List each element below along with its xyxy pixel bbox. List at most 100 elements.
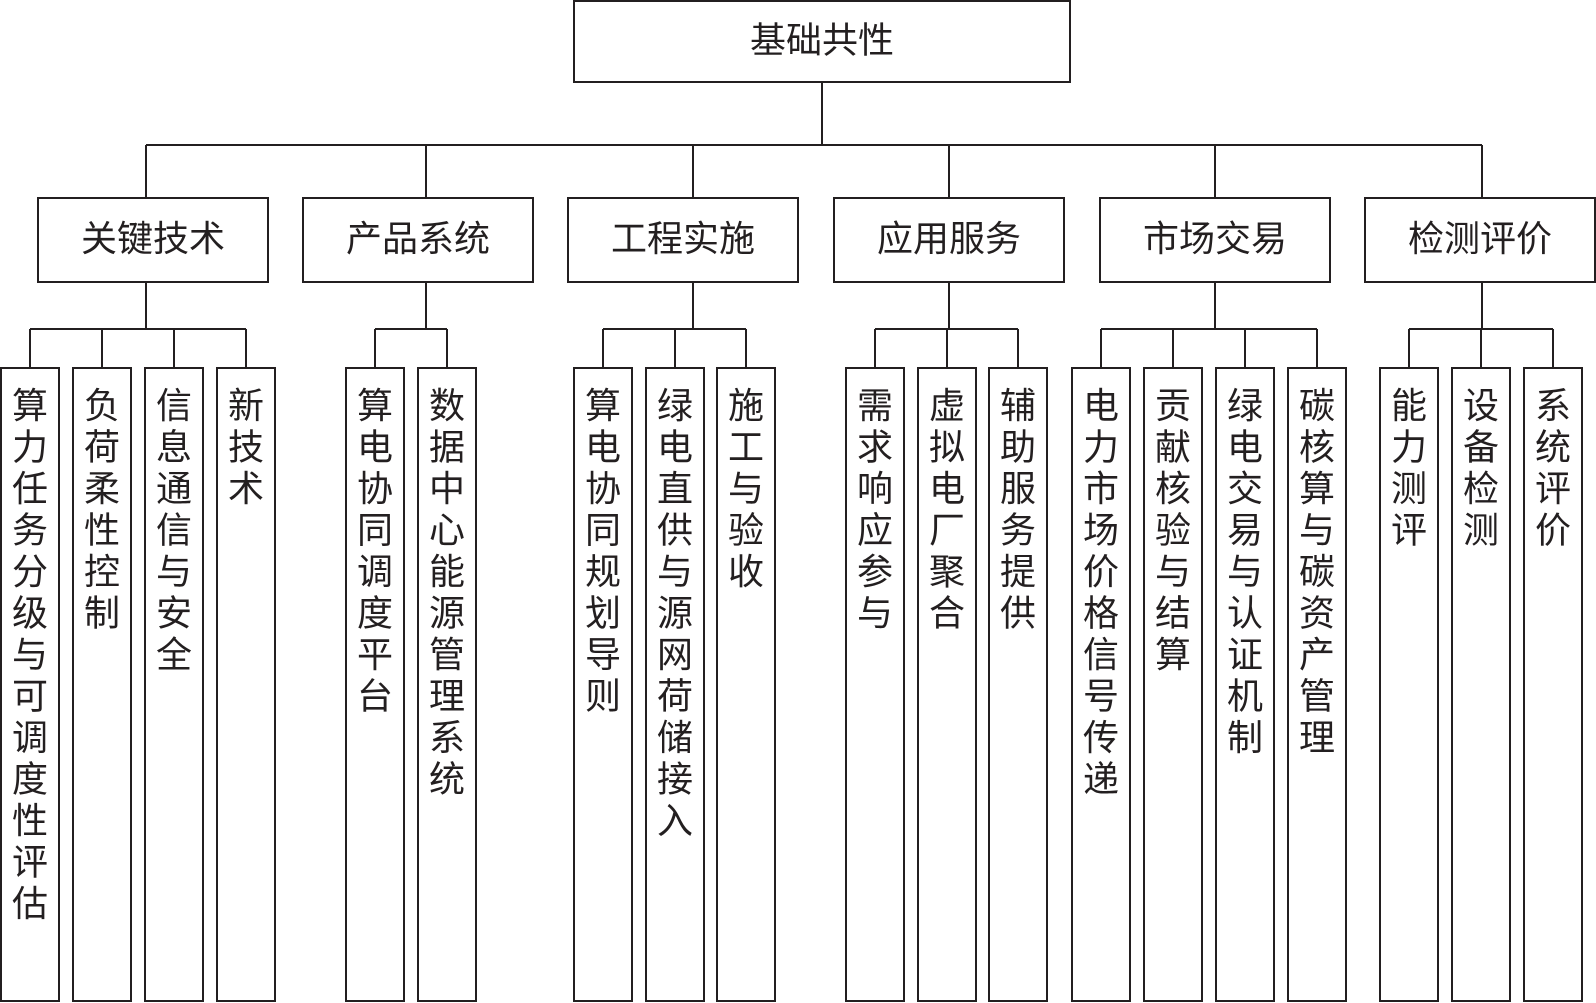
item-node: 设备检测: [1451, 367, 1511, 1002]
item-label-char: 递: [1083, 760, 1119, 801]
item-label-char: 心: [429, 511, 465, 552]
item-label-char: 评: [12, 843, 48, 884]
item-label-char: 供: [657, 511, 693, 552]
category-box: [567, 197, 799, 283]
item-label: 算力任务分级与可调度性评估: [12, 386, 48, 925]
item-label-char: 电: [585, 428, 621, 469]
item-label-char: 能: [1391, 386, 1427, 427]
item-label-char: 制: [84, 594, 120, 635]
item-label-char: 价: [1535, 511, 1571, 552]
item-label-char: 柔: [84, 469, 120, 510]
item-label-char: 交: [1227, 469, 1263, 510]
item-box: [0, 367, 60, 1002]
item-box: [988, 367, 1048, 1002]
item-label-char: 中: [429, 469, 465, 510]
item-label-char: 新: [228, 386, 264, 427]
item-label-char: 调: [12, 718, 48, 759]
item-label-char: 献: [1155, 428, 1191, 469]
item-box: [716, 367, 776, 1002]
item-label-char: 证: [1227, 635, 1263, 676]
item-label-char: 同: [357, 511, 393, 552]
item-label-char: 评: [1535, 469, 1571, 510]
item-label-char: 格: [1083, 594, 1119, 635]
item-label-char: 与: [1299, 511, 1335, 552]
item-label-char: 传: [1083, 718, 1119, 759]
item-label-char: 与: [1227, 552, 1263, 593]
item-label: 算电协同规划导则: [585, 386, 621, 718]
item-label-char: 供: [1000, 594, 1036, 635]
item-label-char: 号: [1083, 677, 1119, 718]
category-box: [1364, 197, 1596, 283]
item-label-char: 与: [657, 552, 693, 593]
item-label-char: 价: [1083, 552, 1119, 593]
category-box: [37, 197, 269, 283]
item-label-char: 平: [357, 635, 393, 676]
item-label-char: 检: [1463, 469, 1499, 510]
category-node: 检测评价: [1364, 197, 1596, 283]
item-node: 信息通信与安全: [144, 367, 204, 1002]
item-label-char: 系: [1535, 386, 1571, 427]
item-box: [1215, 367, 1275, 1002]
item-label-char: 与: [156, 552, 192, 593]
item-label-char: 度: [12, 760, 48, 801]
root-box: [573, 0, 1071, 83]
item-label: 虚拟电厂聚合: [929, 386, 965, 635]
item-label-char: 信: [1083, 635, 1119, 676]
item-box: [645, 367, 705, 1002]
item-label-char: 与: [12, 635, 48, 676]
item-label-char: 性: [12, 801, 48, 842]
item-label-char: 算: [1155, 635, 1191, 676]
item-label: 贡献核验与结算: [1155, 386, 1191, 676]
category-node: 应用服务: [833, 197, 1065, 283]
item-box: [1287, 367, 1347, 1002]
item-label-char: 安: [156, 594, 192, 635]
category-box: [833, 197, 1065, 283]
category-label: 市场交易: [1143, 219, 1287, 260]
item-label-char: 结: [1155, 594, 1191, 635]
item-label-char: 制: [1227, 718, 1263, 759]
item-label: 绿电交易与认证机制: [1227, 386, 1263, 759]
item-label: 数据中心能源管理系统: [429, 386, 465, 801]
item-node: 碳核算与碳资产管理: [1287, 367, 1347, 1002]
item-label-char: 统: [429, 760, 465, 801]
item-label-char: 绿: [657, 386, 693, 427]
category-label: 应用服务: [877, 219, 1021, 260]
item-label-char: 收: [728, 552, 764, 593]
item-node: 数据中心能源管理系统: [417, 367, 477, 1002]
category-node: 产品系统: [302, 197, 534, 283]
item-label-char: 度: [357, 594, 393, 635]
item-box: [573, 367, 633, 1002]
item-node: 能力测评: [1379, 367, 1439, 1002]
item-label: 能力测评: [1391, 386, 1427, 552]
item-label-char: 管: [1299, 677, 1335, 718]
item-label-char: 电: [1227, 428, 1263, 469]
item-box: [1523, 367, 1583, 1002]
item-node: 新技术: [216, 367, 276, 1002]
item-label-char: 场: [1083, 511, 1119, 552]
item-label-char: 需: [857, 386, 893, 427]
connector-lines: [29, 82, 1554, 368]
item-node: 贡献核验与结算: [1143, 367, 1203, 1002]
item-label-char: 与: [857, 594, 893, 635]
item-label-char: 息: [156, 428, 192, 469]
item-box: [345, 367, 405, 1002]
item-label-char: 信: [156, 511, 192, 552]
item-box: [917, 367, 977, 1002]
category-label: 工程实施: [611, 219, 755, 260]
item-label-char: 服: [1000, 469, 1036, 510]
item-label-char: 统: [1535, 428, 1571, 469]
item-label-char: 测: [1391, 469, 1427, 510]
item-label-char: 算: [12, 386, 48, 427]
category-box: [1099, 197, 1331, 283]
item-node: 绿电交易与认证机制: [1215, 367, 1275, 1002]
item-box: [845, 367, 905, 1002]
item-label-char: 电: [657, 428, 693, 469]
item-label-char: 核: [1299, 428, 1335, 469]
item-box: [1451, 367, 1511, 1002]
item-label-char: 务: [1000, 511, 1036, 552]
root-label: 基础共性: [750, 21, 894, 62]
item-node: 算电协同调度平台: [345, 367, 405, 1002]
item-label-char: 与: [1155, 552, 1191, 593]
item-label-char: 拟: [929, 428, 965, 469]
item-node: 施工与验收: [716, 367, 776, 1002]
